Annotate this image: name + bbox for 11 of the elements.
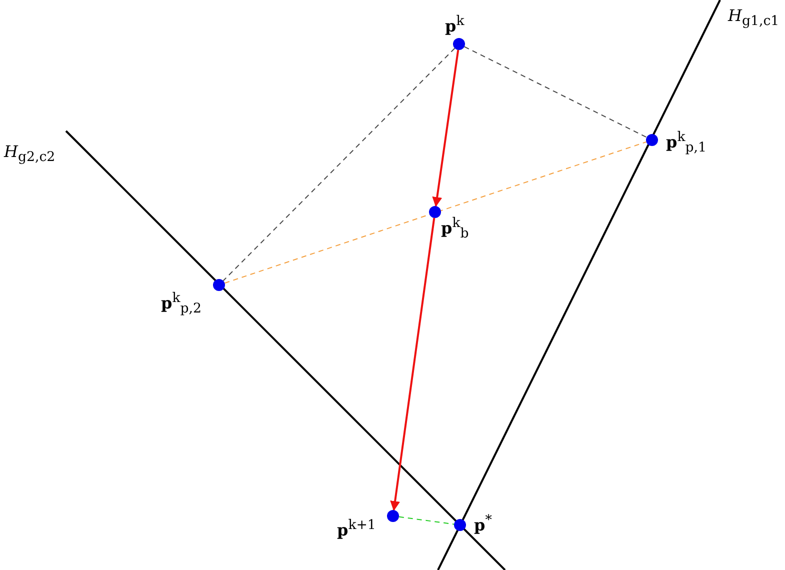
point-label: p$^{*}$ (474, 513, 492, 534)
arrow (390, 218, 436, 512)
arrow (432, 50, 460, 208)
point-label: p$^{k+1}$ (337, 518, 376, 540)
line-label: H$_{g1,c1}$ (728, 6, 780, 30)
dashed-line (464, 46, 648, 138)
point-label: p$^{k}$ (445, 14, 464, 36)
dashed-line (222, 48, 456, 282)
line-label: H$_{g2,c2}$ (4, 142, 56, 166)
dashed-line (398, 516, 455, 525)
dashed-line (224, 141, 647, 284)
